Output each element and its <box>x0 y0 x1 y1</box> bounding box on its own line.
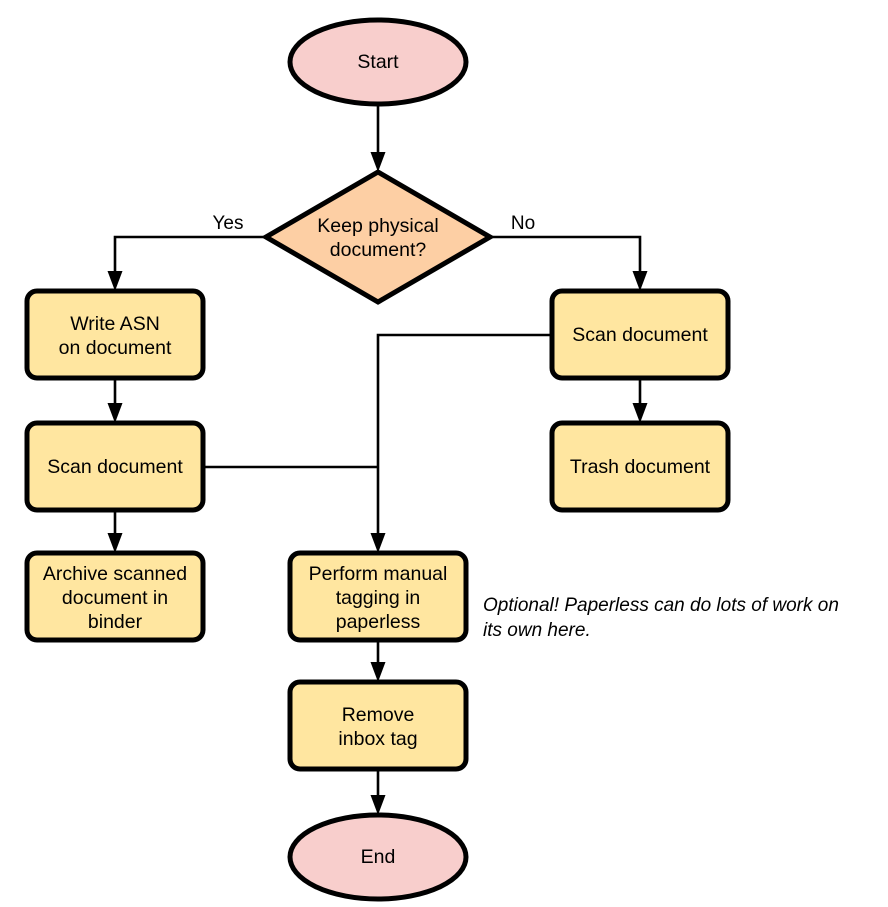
node-end[interactable]: End <box>287 812 469 902</box>
node-archive-label-line2: document in <box>62 587 168 609</box>
annotation-note-line1: Optional! Paperless can do lots of work … <box>483 595 839 616</box>
node-decision-label-line1: Keep physical <box>317 215 438 237</box>
node-end-label: End <box>361 846 396 868</box>
node-write-asn-label-line2: on document <box>59 337 172 359</box>
node-tagging-label-line2: tagging in <box>336 587 421 609</box>
node-decision-label-line2: document? <box>330 239 427 261</box>
node-scan-document-left-label: Scan document <box>47 456 183 478</box>
node-trash-document-label: Trash document <box>570 456 711 478</box>
node-tagging-label-line3: paperless <box>336 611 421 633</box>
edge-start-to-decision <box>370 104 386 172</box>
node-scan-document-right[interactable]: Scan document <box>549 288 731 381</box>
node-start[interactable]: Start <box>287 17 469 107</box>
node-archive-label-line1: Archive scanned <box>43 563 187 585</box>
edge-remove-inbox-to-end <box>370 770 386 815</box>
node-archive-label-line3: binder <box>88 611 143 633</box>
node-remove-inbox-label-line1: Remove <box>342 704 415 726</box>
node-archive-scanned-document[interactable]: Archive scanned document in binder <box>24 550 206 643</box>
node-tagging-label-line1: Perform manual <box>309 563 448 585</box>
node-trash-document[interactable]: Trash document <box>549 420 731 513</box>
node-start-label: Start <box>357 51 399 73</box>
node-remove-inbox-tag[interactable]: Remove inbox tag <box>287 679 469 772</box>
edge-scan-right-to-trash <box>632 378 648 423</box>
edge-label-no: No <box>511 213 535 234</box>
node-remove-inbox-label-line2: inbox tag <box>338 728 417 750</box>
edge-write-asn-to-scan-left <box>107 378 123 423</box>
edge-label-yes: Yes <box>213 213 244 234</box>
node-perform-manual-tagging[interactable]: Perform manual tagging in paperless <box>287 550 469 643</box>
node-scan-document-right-label: Scan document <box>572 324 708 346</box>
node-scan-document-left[interactable]: Scan document <box>24 420 206 513</box>
edge-tagging-to-remove-inbox <box>370 640 386 682</box>
node-decision-keep-physical-document[interactable]: Keep physical document? <box>261 169 495 305</box>
edge-scan-left-to-archive <box>107 510 123 553</box>
node-write-asn-label-line1: Write ASN <box>70 313 160 335</box>
node-write-asn-on-document[interactable]: Write ASN on document <box>24 288 206 381</box>
annotation-optional-note: Optional! Paperless can do lots of work … <box>483 595 839 641</box>
annotation-note-line2: its own here. <box>483 620 591 641</box>
edge-scan-right-to-tagging <box>370 333 552 553</box>
edge-decision-no-to-scan-right <box>490 235 648 291</box>
edge-decision-yes-to-write-asn <box>107 235 266 291</box>
